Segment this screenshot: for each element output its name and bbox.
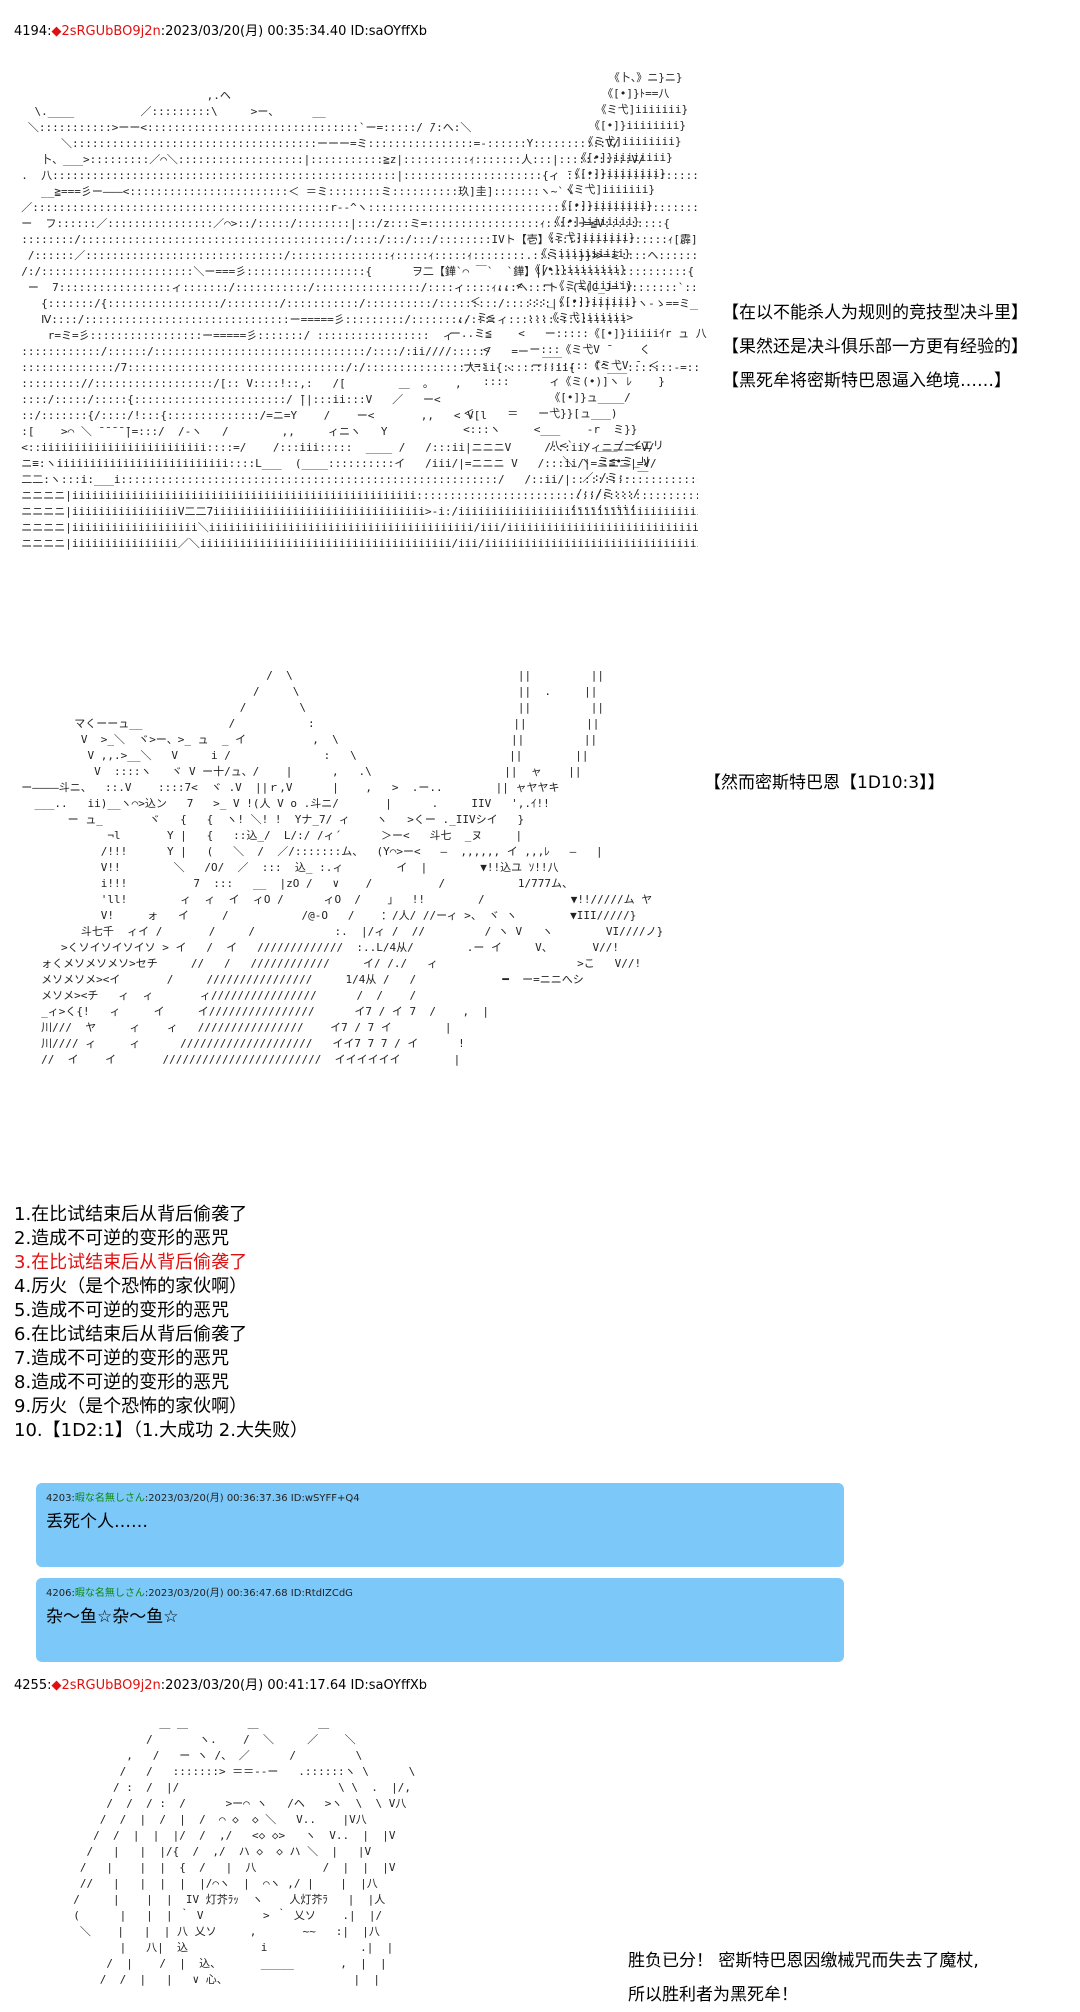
post-timestamp: 2023/03/20(月) 00:41:17.64 xyxy=(165,1678,347,1693)
ascii-art-victor: ＿ ＿ ＿ ＿ / ヽ. / ＼ ／ ＼ , / ー ヽ /、 ／ / \ / … xyxy=(73,1717,416,1986)
narration-block: 胜负已分！ 密斯特巴恩因缴械咒而失去了魔杖, 所以胜利者为黑死牟！ xyxy=(628,1944,979,2012)
dice-option: 7.造成不可逆的变形的恶咒 xyxy=(14,1348,230,1369)
post-id[interactable]: ID:saOYffXb xyxy=(350,24,428,39)
reply-meta: 4206:暇な名無しさん:2023/03/20(月) 00:36:47.68 I… xyxy=(46,1588,353,1599)
narration-line: 【果然还是决斗俱乐部一方更有经验的】 xyxy=(722,337,1028,357)
reply-meta: 4203:暇な名無しさん:2023/03/20(月) 00:36:37.36 I… xyxy=(46,1493,360,1504)
narration-line: 胜负已分！ 密斯特巴恩因缴械咒而失去了魔杖, xyxy=(628,1951,979,1971)
trip-diamond-icon: ◆ xyxy=(51,1678,62,1693)
narration-line: 【黑死牟将密斯特巴恩逼入绝境……】 xyxy=(722,371,1011,391)
reply-name: 暇な名無しさん xyxy=(74,1493,145,1504)
reply-number[interactable]: 4203 xyxy=(46,1493,72,1504)
post-number: 4255 xyxy=(14,1678,48,1693)
trip-diamond-icon: ◆ xyxy=(51,24,62,39)
reply-post: 4203:暇な名無しさん:2023/03/20(月) 00:36:37.36 I… xyxy=(36,1483,844,1567)
dice-result-list: 1.在比试结束后从背后偷袭了 2.造成不可逆的变形的恶咒 3.在比试结束后从背后… xyxy=(14,1203,308,1443)
dice-narration: 【然而密斯特巴恩【1D10:3】】 xyxy=(704,773,945,793)
reply-message: 杂～鱼☆杂～鱼☆ xyxy=(46,1607,179,1627)
post-number: 4194 xyxy=(14,24,48,39)
ascii-art-clash: / \ || || / \ || . || / \ xyxy=(21,669,664,1066)
dice-option: 4.厉火（是个恐怖的家伙啊） xyxy=(14,1276,248,1297)
reply-post: 4206:暇な名無しさん:2023/03/20(月) 00:36:47.68 I… xyxy=(36,1578,844,1662)
dice-option: 8.造成不可逆的变形的恶咒 xyxy=(14,1372,230,1393)
reply-name: 暇な名無しさん xyxy=(74,1588,145,1599)
dice-option: 2.造成不可逆的变形的恶咒 xyxy=(14,1228,230,1249)
reply-number[interactable]: 4206 xyxy=(46,1588,72,1599)
dice-option: 10.【1D2:1】（1.大成功 2.大失败） xyxy=(14,1420,308,1441)
reply-timestamp: :2023/03/20(月) 00:36:37.36 ID:wSYFF+Q4 xyxy=(144,1493,360,1504)
reply-timestamp: :2023/03/20(月) 00:36:47.68 ID:RtdIZCdG xyxy=(144,1588,353,1599)
narration-line: 所以胜利者为黑死牟！ xyxy=(628,1985,798,2005)
dice-option: 5.造成不可逆的变形的恶咒 xyxy=(14,1300,230,1321)
post-header: 4194:◆2sRGUbBO9j2n:2023/03/20(月) 00:35:3… xyxy=(14,24,428,39)
ascii-art-sword: 《卜、》ニ}ニ} 《[•]}ﾄ==八 《ミ弋]iiiiiii} 《[•]}iii… xyxy=(449,71,707,510)
dice-option: 1.在比试结束后从背后偷袭了 xyxy=(14,1204,248,1225)
narration-line: 【在以不能杀人为规则的竞技型决斗里】 xyxy=(722,303,1028,323)
dice-option-selected: 3.在比试结束后从背后偷袭了 xyxy=(14,1252,248,1273)
post-id[interactable]: ID:saOYffXb xyxy=(350,1678,428,1693)
dice-option: 9.厉火（是个恐怖的家伙啊） xyxy=(14,1396,248,1417)
tripcode[interactable]: 2sRGUbBO9j2n xyxy=(61,1678,161,1693)
post-header: 4255:◆2sRGUbBO9j2n:2023/03/20(月) 00:41:1… xyxy=(14,1678,428,1693)
ascii-art-battle: ,.ヘ \.____ ／:::::::::\ >ー、 __ ＼:::::::::… xyxy=(21,89,698,550)
dice-option: 6.在比试结束后从背后偷袭了 xyxy=(14,1324,248,1345)
post-timestamp: 2023/03/20(月) 00:35:34.40 xyxy=(165,24,347,39)
reply-message: 丢死个人…… xyxy=(46,1512,148,1532)
tripcode[interactable]: 2sRGUbBO9j2n xyxy=(61,24,161,39)
narration-block: 【在以不能杀人为规则的竞技型决斗里】 【果然还是决斗俱乐部一方更有经验的】 【黑… xyxy=(722,296,1028,398)
